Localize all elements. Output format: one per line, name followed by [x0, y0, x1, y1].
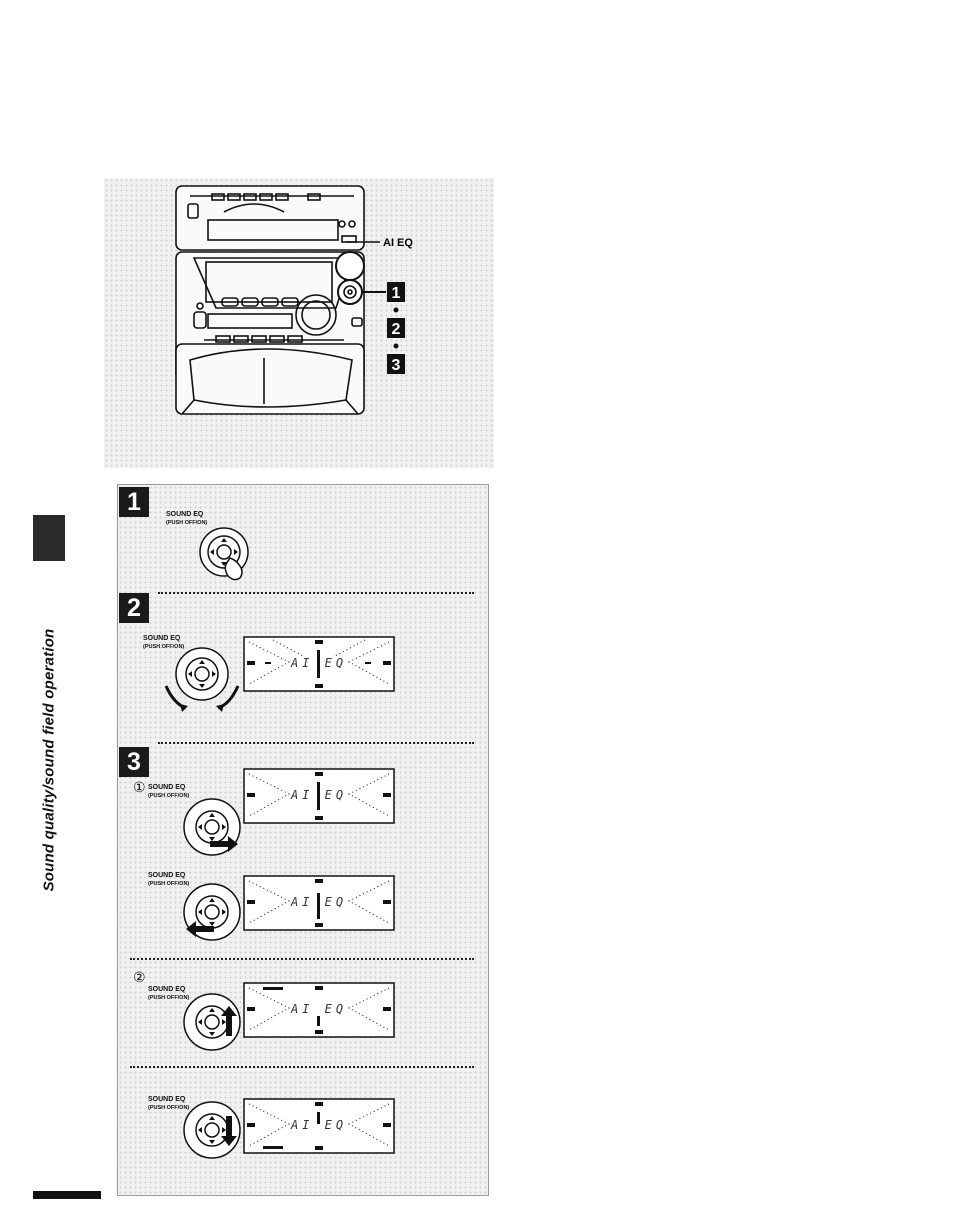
substep-2-dial-left-icon	[180, 880, 244, 944]
stereo-system-illustration: AI EQ 1 2 3	[104, 178, 494, 468]
callout-1: 1	[392, 285, 401, 302]
lcd-panel: AI EQ	[243, 768, 395, 824]
step-1-badge: 1	[119, 487, 149, 517]
lcd-text: AI EQ	[290, 895, 347, 909]
substep-1-lcd-display: AI EQ	[243, 768, 395, 824]
section-tab-marker	[33, 515, 65, 561]
lcd-text: AI EQ	[290, 656, 347, 670]
substep-3-dial-up-icon	[180, 990, 244, 1054]
ai-eq-callout-label: AI EQ	[383, 237, 413, 249]
lcd-panel: AI EQ	[243, 982, 395, 1038]
divider-dotted-1	[158, 592, 474, 594]
lcd-panel: AI EQ	[243, 1098, 395, 1154]
control-label-text: SOUND EQ	[148, 784, 189, 792]
step-2-badge: 2	[119, 593, 149, 623]
step-1-push-dial-icon	[196, 524, 260, 582]
lcd-text: AI EQ	[290, 1118, 347, 1132]
page-footer-bar	[33, 1191, 101, 1199]
control-label-text: SOUND EQ	[166, 511, 207, 519]
lcd-text: AI EQ	[290, 1002, 347, 1016]
lcd-panel: AI EQ	[243, 636, 395, 692]
divider-dotted-3	[130, 958, 474, 960]
lcd-panel: AI EQ	[243, 875, 395, 931]
substep-3-lcd-display: AI EQ	[243, 982, 395, 1038]
callout-2: 2	[392, 321, 401, 338]
substep-marker-1: ①	[133, 780, 146, 794]
substep-4-lcd-display: AI EQ	[243, 1098, 395, 1154]
divider-dotted-4	[130, 1066, 474, 1068]
step-3-badge: 3	[119, 747, 149, 777]
callout-badges: 1 2 3	[387, 282, 405, 374]
stereo-unit-drawing: AI EQ 1 2 3	[104, 178, 494, 468]
step-2-rotate-dial-icon	[160, 642, 244, 714]
step-2-lcd-display: AI EQ	[243, 636, 395, 692]
divider-dotted-2	[158, 742, 474, 744]
steps-panel	[117, 484, 489, 1196]
substep-2-lcd-display: AI EQ	[243, 875, 395, 931]
lcd-text: AI EQ	[290, 788, 347, 802]
callout-3: 3	[392, 357, 401, 374]
section-title: Sound quality/sound field operation	[41, 629, 58, 892]
substep-marker-2: ②	[133, 970, 146, 984]
substep-4-dial-down-icon	[180, 1098, 244, 1162]
substep-1-dial-right-icon	[180, 795, 244, 859]
control-label-text: SOUND EQ	[148, 872, 189, 880]
